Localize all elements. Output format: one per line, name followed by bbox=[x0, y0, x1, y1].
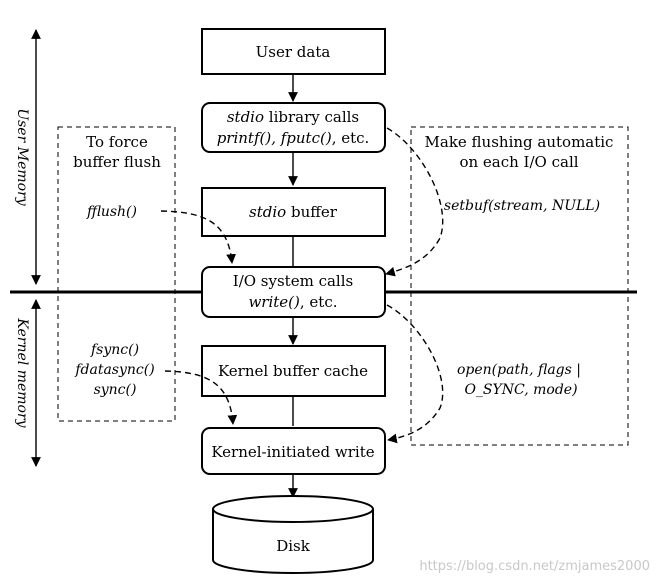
fdatasync-label: fdatasync() bbox=[74, 362, 154, 378]
fflush-dashed-arrow bbox=[160, 210, 237, 264]
watermark-text: https://blog.csdn.net/zmjames2000 bbox=[419, 559, 650, 574]
disk-cylinder: Disk bbox=[212, 495, 374, 574]
left-panel-border bbox=[57, 126, 176, 422]
stdio-calls-line2: printf(), fputc(), etc. bbox=[217, 129, 370, 147]
setbuf-dashed-arrow bbox=[385, 127, 444, 277]
fsync-label: fsync() bbox=[90, 342, 139, 358]
kernel-buffer-cache-box: Kernel buffer cache bbox=[201, 345, 386, 397]
right-panel-border bbox=[410, 126, 629, 446]
user-data-box: User data bbox=[201, 28, 386, 75]
user-data-label: User data bbox=[256, 43, 331, 61]
left-panel-title-line1: To force bbox=[86, 133, 148, 151]
stdio-library-calls-box: stdio library calls printf(), fputc(), e… bbox=[201, 102, 386, 153]
fsync-dashed-arrow bbox=[164, 370, 238, 425]
io-calls-line1: I/O system calls bbox=[233, 272, 353, 290]
stdio-buffer-box: stdio buffer bbox=[201, 187, 386, 237]
kernel-buffer-cache-label: Kernel buffer cache bbox=[218, 362, 368, 380]
stdio-calls-line1: stdio library calls bbox=[227, 108, 359, 126]
io-system-calls-box: I/O system calls write(), etc. bbox=[201, 266, 386, 318]
fflush-label: fflush() bbox=[86, 204, 137, 220]
kernel-memory-label: Kernel memory bbox=[14, 317, 30, 428]
io-calls-line2: write(), etc. bbox=[248, 293, 337, 311]
right-panel-title-line2: on each I/O call bbox=[459, 153, 578, 171]
disk-label: Disk bbox=[276, 537, 311, 555]
stdio-buffer-label: stdio buffer bbox=[249, 203, 338, 221]
right-panel-title-line1: Make flushing automatic bbox=[425, 133, 614, 151]
kernel-initiated-write-label: Kernel-initiated write bbox=[211, 443, 374, 461]
left-panel-title-line2: buffer flush bbox=[73, 153, 161, 171]
sync-label: sync() bbox=[94, 382, 137, 398]
user-memory-label: User Memory bbox=[14, 108, 30, 206]
open-label-line1: open(path, flags | bbox=[457, 362, 581, 378]
setbuf-label: setbuf(stream, NULL) bbox=[444, 198, 600, 214]
osync-dashed-arrow bbox=[386, 304, 444, 444]
open-label-line2: O_SYNC, mode) bbox=[464, 382, 577, 398]
kernel-initiated-write-box: Kernel-initiated write bbox=[201, 427, 386, 475]
